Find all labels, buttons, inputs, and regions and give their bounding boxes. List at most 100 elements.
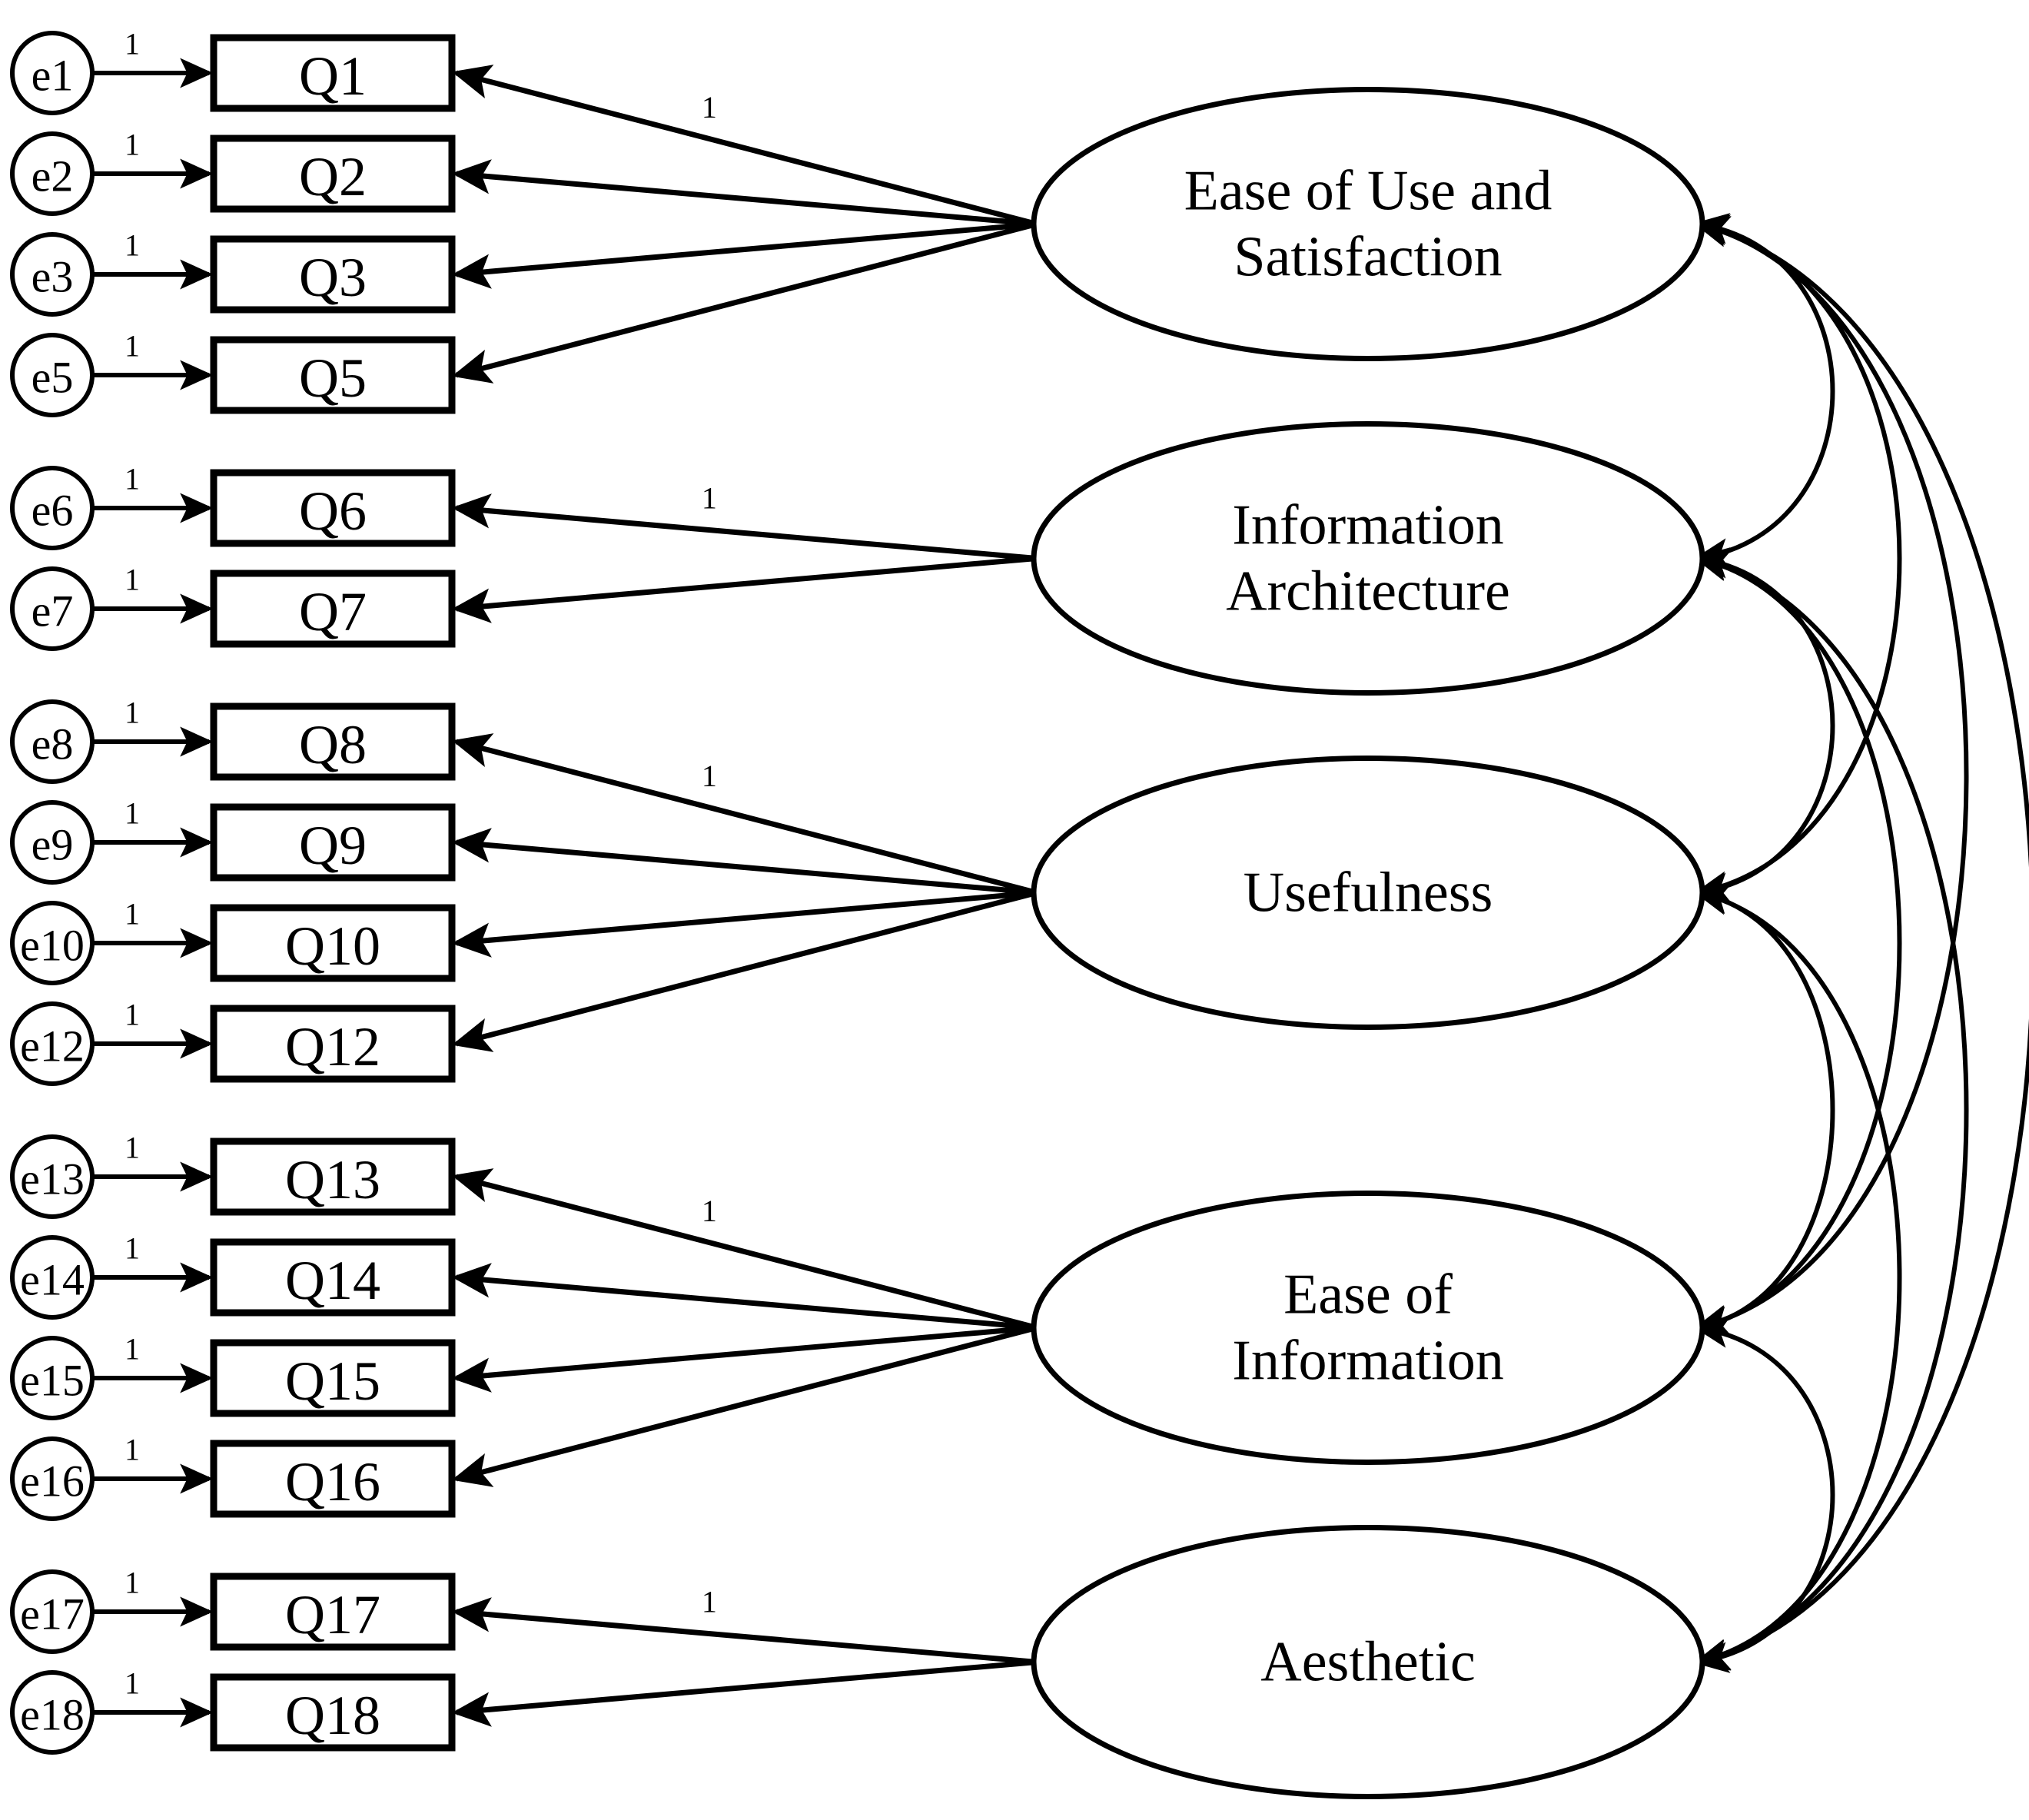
error-node-e9[interactable]	[10, 800, 95, 885]
loading-path-F4-Q13	[451, 1168, 1038, 1330]
indicator-node-Q1[interactable]	[210, 34, 456, 112]
indicator-node-Q17[interactable]	[210, 1573, 456, 1651]
covariance-path-F2-F5	[1693, 550, 1969, 1670]
error-node-label-e13: e13	[20, 1154, 85, 1204]
loading-path-F1-Q1	[451, 65, 1038, 227]
factor-node-F2[interactable]	[1031, 421, 1705, 696]
fixed-loading-label-F1: 1	[702, 90, 717, 125]
error-loading-label-e5: 1	[125, 329, 140, 364]
error-node-label-e1: e1	[32, 51, 74, 101]
indicator-node-Q7[interactable]	[210, 570, 456, 648]
error-node-label-e10: e10	[20, 921, 85, 971]
error-node-label-e17: e17	[20, 1589, 85, 1639]
factor-covariance-layer	[1693, 213, 2029, 1673]
error-loading-label-e13: 1	[125, 1131, 140, 1165]
error-loading-label-e2: 1	[125, 128, 140, 162]
covariance-path-F1-F5	[1693, 216, 2029, 1670]
error-node-label-e14: e14	[20, 1255, 85, 1305]
error-loading-label-e8: 1	[125, 696, 140, 730]
covariance-path-F3-F4	[1693, 883, 1835, 1337]
error-node-e1[interactable]	[10, 31, 95, 115]
covariance-path-F1-F2	[1693, 213, 1835, 570]
error-node-e8[interactable]	[10, 699, 95, 784]
covariance-path-F4-F5	[1693, 1317, 1835, 1673]
indicator-node-Q12[interactable]	[210, 1005, 456, 1083]
error-node-label-e12: e12	[20, 1021, 85, 1071]
error-loading-label-e18: 1	[125, 1666, 140, 1701]
factor-node-F3[interactable]	[1031, 756, 1705, 1030]
indicator-node-label-Q17: Q17	[285, 1584, 380, 1646]
factor-node-F4[interactable]	[1031, 1191, 1705, 1465]
fixed-loading-label-F4: 1	[702, 1194, 717, 1228]
error-node-e3[interactable]	[10, 232, 95, 317]
error-loading-label-e6: 1	[125, 462, 140, 497]
fixed-loading-label-F3: 1	[702, 759, 717, 793]
indicator-node-label-Q9: Q9	[299, 815, 367, 876]
loading-path-F4-Q14	[451, 1263, 1038, 1330]
error-node-e5[interactable]	[10, 333, 95, 417]
error-node-e18[interactable]	[10, 1670, 95, 1755]
fixed-loading-label-F2: 1	[702, 480, 717, 515]
label-layer: 111111111111111111111e1e2e3e5e6e7e8e9e10…	[20, 27, 1552, 1747]
indicator-node-label-Q10: Q10	[285, 915, 380, 977]
factor-node-F1[interactable]	[1031, 87, 1705, 361]
indicator-node-Q3[interactable]	[210, 235, 456, 314]
indicator-node-Q18[interactable]	[210, 1673, 456, 1752]
covariance-path-F2-F3	[1693, 547, 1835, 904]
error-node-e17[interactable]	[10, 1569, 95, 1654]
error-node-e7[interactable]	[10, 566, 95, 651]
error-node-e16[interactable]	[10, 1436, 95, 1521]
factor-loading-layer	[451, 65, 1038, 1727]
indicator-node-label-Q15: Q15	[285, 1350, 380, 1412]
indicator-node-Q8[interactable]	[210, 702, 456, 781]
loading-path-F3-Q8	[451, 733, 1038, 895]
error-loading-label-e12: 1	[125, 998, 140, 1032]
error-node-e6[interactable]	[10, 466, 95, 550]
indicator-node-label-Q16: Q16	[285, 1451, 380, 1513]
error-node-label-e3: e3	[32, 252, 74, 302]
covariance-path-F1-F3	[1693, 214, 1902, 902]
indicator-node-label-Q13: Q13	[285, 1149, 380, 1211]
indicator-node-Q6[interactable]	[210, 469, 456, 547]
indicator-node-label-Q18: Q18	[285, 1685, 380, 1746]
indicator-node-Q2[interactable]	[210, 135, 456, 213]
error-node-e10[interactable]	[10, 901, 95, 985]
error-node-label-e15: e15	[20, 1356, 85, 1406]
covariance-path-F1-F4	[1693, 216, 1969, 1336]
indicator-node-Q14[interactable]	[210, 1238, 456, 1317]
indicator-node-Q15[interactable]	[210, 1339, 456, 1417]
loading-path-F3-Q10	[451, 890, 1038, 958]
loading-path-F1-Q2	[451, 159, 1038, 227]
error-loading-label-e17: 1	[125, 1566, 140, 1600]
indicator-node-Q9[interactable]	[210, 803, 456, 882]
error-node-label-e6: e6	[32, 486, 74, 536]
error-node-e14[interactable]	[10, 1235, 95, 1320]
loading-path-F2-Q7	[451, 556, 1038, 623]
indicator-node-label-Q3: Q3	[299, 247, 367, 308]
indicator-node-Q13[interactable]	[210, 1138, 456, 1216]
indicator-node-label-Q12: Q12	[285, 1016, 380, 1078]
indicator-node-Q5[interactable]	[210, 336, 456, 414]
error-loading-label-e3: 1	[125, 228, 140, 263]
indicator-node-label-Q2: Q2	[299, 146, 367, 208]
error-node-label-e7: e7	[32, 586, 74, 636]
indicator-node-Q10[interactable]	[210, 904, 456, 982]
loading-path-F4-Q15	[451, 1325, 1038, 1393]
error-loading-label-e9: 1	[125, 796, 140, 831]
error-node-e2[interactable]	[10, 131, 95, 216]
error-node-label-e8: e8	[32, 719, 74, 769]
indicator-node-label-Q6: Q6	[299, 480, 367, 542]
factor-node-label-F3: Usefulness	[1244, 862, 1493, 925]
factor-node-F5[interactable]	[1031, 1525, 1705, 1799]
error-node-e12[interactable]	[10, 1001, 95, 1086]
error-node-label-e5: e5	[32, 353, 74, 403]
factor-node-label-F5: Aesthetic	[1260, 1631, 1475, 1694]
error-node-e15[interactable]	[10, 1336, 95, 1420]
indicator-node-label-Q5: Q5	[299, 347, 367, 409]
error-loading-label-e15: 1	[125, 1332, 140, 1367]
indicator-node-Q16[interactable]	[210, 1440, 456, 1518]
error-node-e13[interactable]	[10, 1134, 95, 1219]
